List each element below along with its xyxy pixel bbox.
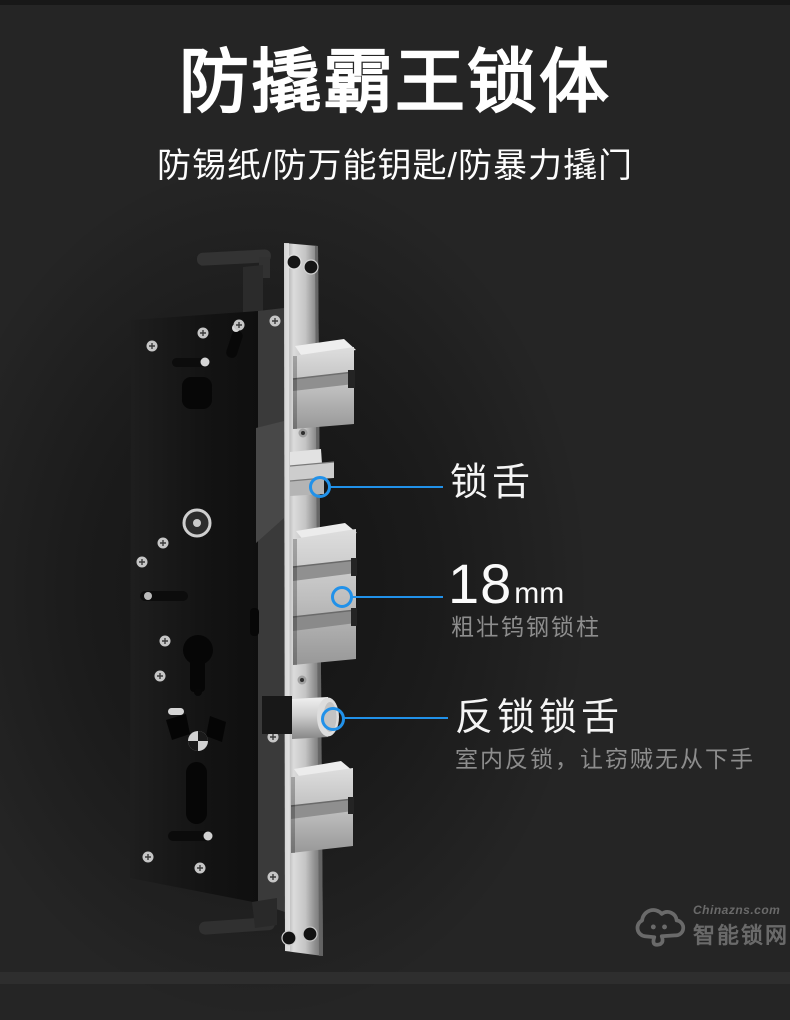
callout-sublabel-reverse-pin: 室内反锁，让窃贼无从下手 (455, 746, 755, 772)
page-title: 防撬霸王锁体 (179, 43, 611, 121)
callout-line-reverse-pin (344, 717, 448, 719)
page-subtitle: 防锡纸/防万能钥匙/防暴力撬门 (157, 147, 633, 185)
watermark-text: Chinazns.com 智能锁网 (693, 903, 789, 950)
watermark: Chinazns.com 智能锁网 (630, 901, 789, 951)
watermark-name: 智能锁网 (693, 922, 790, 948)
top-edge-strip (0, 0, 790, 5)
lock-top-lever (196, 249, 271, 315)
lock-body-photo (130, 243, 357, 956)
callout-sublabel-main-bolt: 粗壮钨钢锁柱 (451, 614, 601, 640)
callout-ring-reverse-pin (321, 707, 345, 731)
bolt-size-value: 18 (448, 552, 513, 615)
callout-label-reverse-pin: 反锁锁舌 (455, 697, 624, 739)
lock-main-bolt (292, 523, 357, 665)
watermark-site: Chinazns.com (693, 902, 781, 917)
callout-ring-latch (309, 476, 331, 498)
callout-label-main-bolt: 18 mm (448, 556, 564, 612)
lock-bottom-deadbolt (290, 761, 354, 853)
callout-ring-main-bolt (331, 586, 353, 608)
callout-label-latch: 锁舌 (450, 462, 535, 504)
lock-bottom-lever (198, 898, 277, 935)
callout-line-main-bolt (352, 596, 443, 598)
callout-line-latch (330, 486, 443, 488)
bolt-size-unit: mm (514, 577, 565, 610)
lock-plate-details (135, 314, 282, 884)
lock-back-plate (130, 308, 285, 912)
lock-top-deadbolt (292, 339, 356, 429)
bottom-edge-strip (0, 972, 790, 984)
cloud-lock-logo-icon (635, 908, 686, 947)
